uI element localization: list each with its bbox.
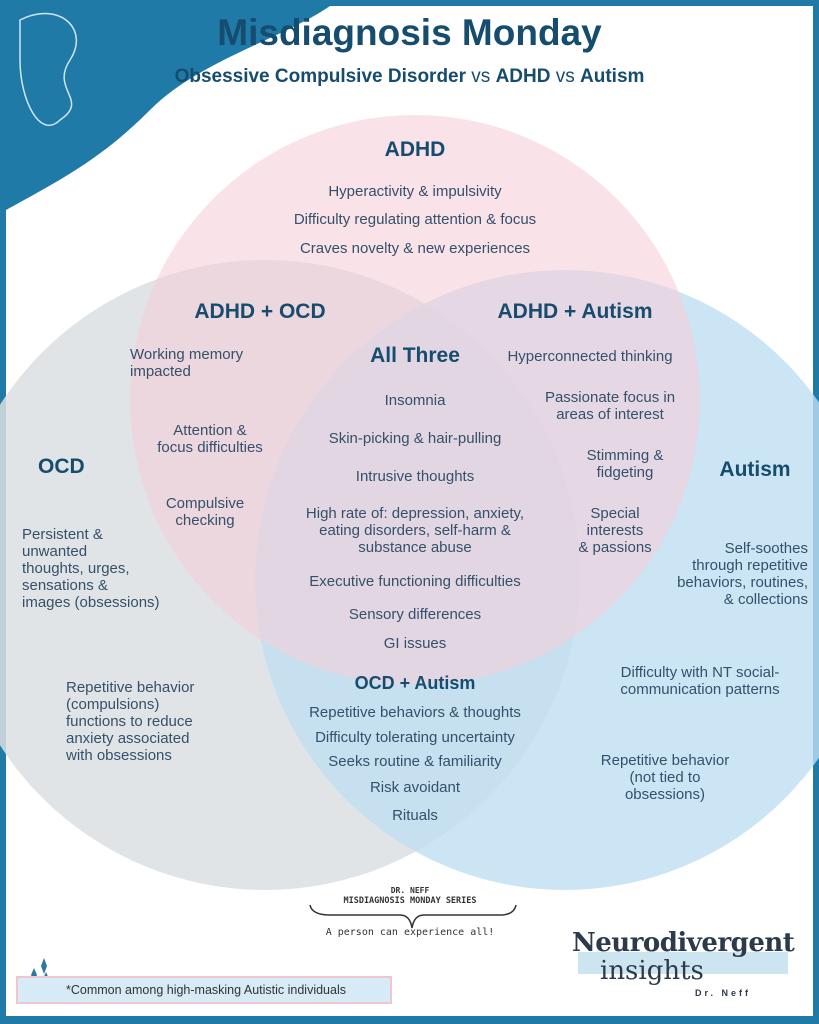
ocd-autism-item: Seeks routine & familiarity: [328, 753, 502, 770]
adhd-heading: ADHD: [384, 138, 446, 161]
wave-line: [19, 12, 77, 127]
autism-item: Repetitive behavior (not tied to obsessi…: [600, 752, 730, 803]
autism-heading: Autism: [719, 458, 791, 481]
all-three-item: High rate of: depression, anxiety, eatin…: [305, 505, 525, 556]
adhd-item: Craves novelty & new experiences: [299, 240, 531, 257]
page-subtitle: Obsessive Compulsive Disorder vs ADHD vs…: [0, 66, 819, 88]
adhd-item: Difficulty regulating attention & focus: [293, 211, 537, 228]
adhd-autism-item: Stimming & fidgeting: [586, 447, 664, 481]
autism-item: Self-soothes through repetitive behavior…: [677, 540, 808, 608]
page-title: Misdiagnosis Monday: [217, 12, 602, 53]
subtitle-autism: Autism: [580, 66, 645, 87]
logo-line1: Neurodivergent: [572, 928, 795, 958]
adhd-item: Hyperactivity & impulsivity: [328, 183, 502, 200]
adhd-ocd-item: Working memory impacted: [130, 346, 244, 380]
all-three-item: Executive functioning difficulties: [309, 573, 521, 590]
all-three-item: Intrusive thoughts: [355, 468, 475, 485]
subtitle-ocd: Obsessive Compulsive Disorder: [174, 66, 467, 87]
logo-byline: Dr. Neff: [695, 988, 752, 998]
all-three-item: GI issues: [383, 635, 447, 652]
brace: [309, 904, 517, 929]
footnote: *Common among high-masking Autistic indi…: [16, 976, 392, 1004]
adhd-autism-item: Special interests & passions: [578, 505, 652, 556]
adhd-ocd-item: Attention & focus difficulties: [157, 422, 263, 456]
ocd-autism-item: Rituals: [392, 807, 438, 824]
ocd-autism-item: Risk avoidant: [369, 779, 461, 796]
ocd-heading: OCD: [38, 455, 85, 478]
all-three-item: Skin-picking & hair-pulling: [328, 430, 502, 447]
subtitle-vs: vs: [466, 66, 496, 87]
adhd-autism-item: Passionate focus in areas of interest: [544, 389, 676, 423]
all-three-heading: All Three: [370, 344, 460, 367]
all-three-item: Insomnia: [384, 392, 446, 409]
subtitle-adhd: ADHD: [495, 66, 551, 87]
ocd-autism-item: Difficulty tolerating uncertainty: [315, 729, 515, 746]
series-name: MISDIAGNOSIS MONDAY SERIES: [343, 896, 477, 906]
all-three-item: Sensory differences: [348, 606, 482, 623]
logo-brush: [578, 952, 788, 974]
autism-item: Difficulty with NT social- communication…: [620, 664, 780, 698]
ocd-item: Persistent & unwanted thoughts, urges, s…: [22, 526, 160, 611]
corner-decoration: [6, 6, 330, 210]
adhd-circle: [130, 115, 700, 685]
adhd-autism-item: Hyperconnected thinking: [507, 348, 673, 365]
adhd-autism-heading: ADHD + Autism: [497, 300, 653, 323]
series-author: DR. NEFF: [390, 886, 430, 895]
series-tagline: A person can experience all!: [325, 927, 495, 938]
ocd-item: Repetitive behavior (compulsions) functi…: [66, 679, 195, 764]
ocd-autism-item: Repetitive behaviors & thoughts: [309, 704, 521, 721]
adhd-ocd-heading: ADHD + OCD: [194, 300, 326, 323]
logo-line2: insights: [600, 956, 704, 986]
subtitle-vs: vs: [550, 66, 581, 87]
ocd-autism-heading: OCD + Autism: [354, 673, 476, 693]
adhd-ocd-item: Compulsive checking: [165, 495, 245, 529]
